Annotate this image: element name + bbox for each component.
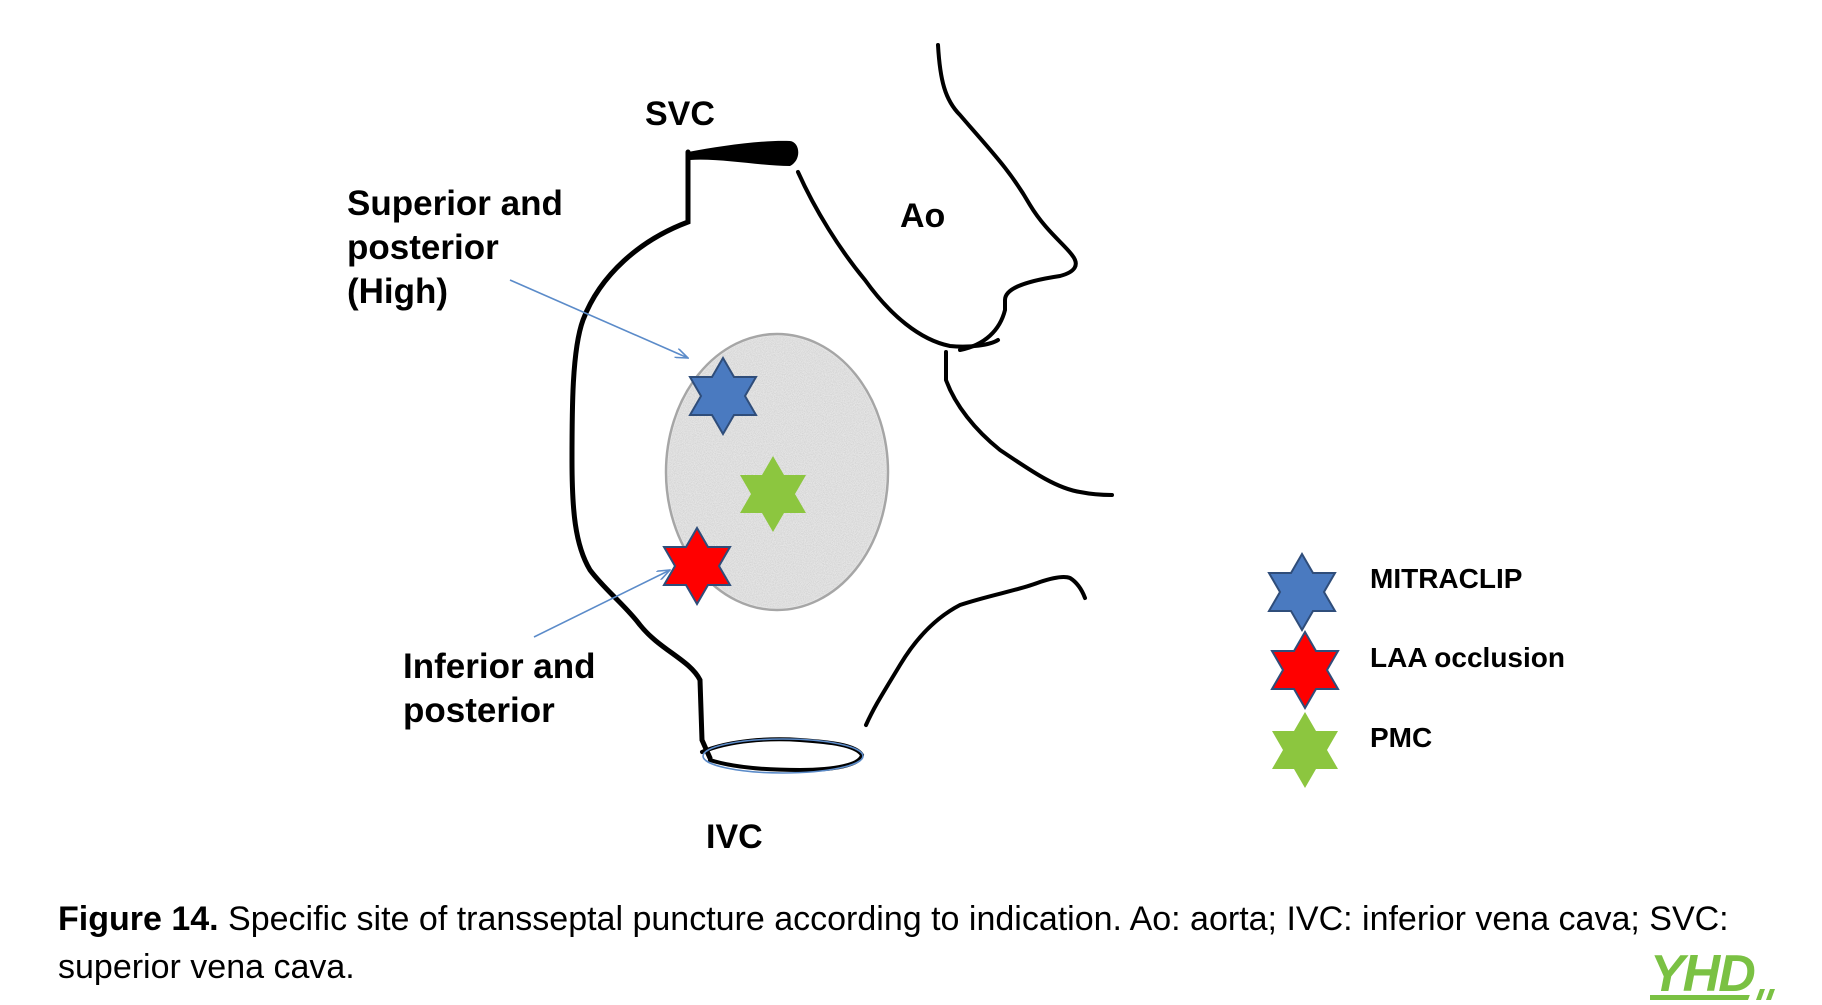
atrium-left-wall (569, 149, 713, 761)
ivc-label: IVC (706, 818, 763, 856)
legend-label-pmc: PMC (1370, 722, 1432, 753)
ivc-right-wall (864, 575, 1087, 727)
legend-item-laa: LAA occlusion (1270, 630, 1565, 710)
high-label-line1: Superior and (347, 184, 563, 223)
legend-item-pmc: PMC (1272, 712, 1432, 788)
pmc-star-icon (740, 456, 806, 532)
laa-star-icon (662, 526, 732, 606)
mitraclip-legend-star-icon (1267, 552, 1337, 632)
legend-label-laa: LAA occlusion (1370, 642, 1565, 673)
svg-text:YHD: YHD (1650, 945, 1755, 1003)
svc-cap (688, 140, 799, 166)
yhd-logo: YHD (1650, 945, 1775, 1003)
aorta-outline (936, 43, 1078, 352)
atrium-right-wall (796, 170, 1000, 349)
svc-label: SVC (645, 95, 715, 133)
legend-label-mitraclip: MITRACLIP (1370, 563, 1522, 594)
figure-caption: Figure 14. Specific site of transseptal … (58, 895, 1788, 991)
high-label-line2: posterior (347, 228, 499, 267)
inferior-arrow (533, 570, 670, 638)
legend-item-mitraclip: MITRACLIP (1267, 552, 1522, 632)
inferior-label-line1: Inferior and (403, 647, 596, 686)
caption-label: Figure 14. (58, 900, 219, 938)
high-label-line3: (High) (347, 272, 448, 311)
tricuspid-wall (944, 350, 1114, 497)
legend: MITRACLIP LAA occlusion PMC (1267, 552, 1565, 788)
mitraclip-star-icon (688, 356, 758, 436)
caption-text: Specific site of transseptal puncture ac… (58, 900, 1729, 986)
laa-legend-star-icon (1270, 630, 1340, 710)
high-arrow (509, 279, 688, 358)
ivc-ellipse (702, 738, 864, 774)
pmc-legend-star-icon (1272, 712, 1338, 788)
inferior-label-line2: posterior (403, 691, 555, 730)
ao-label: Ao (900, 197, 945, 235)
